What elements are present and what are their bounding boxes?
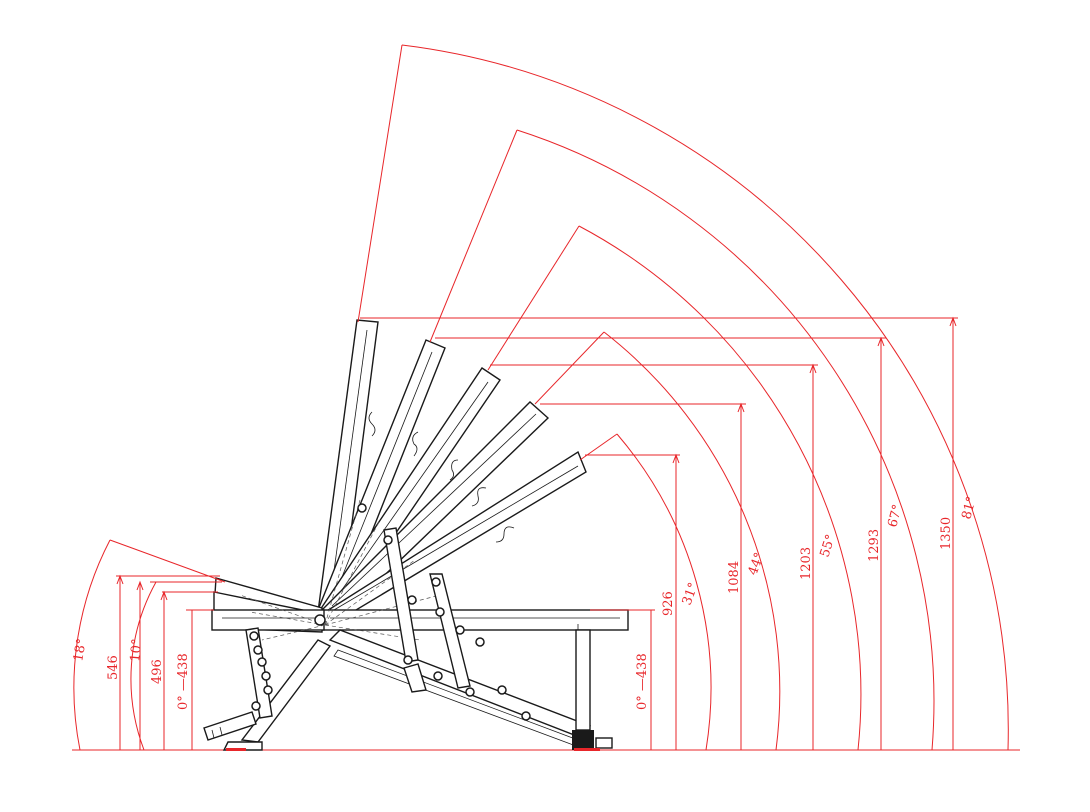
label-back-44deg: 44°: [746, 551, 768, 578]
seat-positions: [211, 577, 325, 633]
bench-frame: [203, 527, 613, 751]
label-back-1350: 1350: [939, 517, 954, 550]
label-back-67deg: 67°: [885, 503, 905, 529]
label-back-1293: 1293: [867, 529, 882, 562]
hinge-guides: [239, 499, 441, 641]
adjustment-holes: [249, 503, 531, 721]
label-back-31deg: 31°: [680, 581, 702, 608]
label-back-55deg: 55°: [818, 533, 839, 560]
dimension-labels: 0° —438 18° 546 10° 496 0° —438 926 31° …: [71, 495, 980, 710]
back-dimensions: [357, 44, 1009, 751]
label-back-1084: 1084: [727, 561, 742, 594]
label-seat-18deg: 18°: [71, 637, 90, 662]
label-seat-10deg: 10°: [128, 638, 145, 662]
seat-dimensions: [73, 539, 226, 751]
label-back-926: 926: [661, 591, 676, 616]
backrest-81: [317, 319, 379, 617]
label-seat-496: 496: [150, 659, 165, 684]
backrest-positions: [317, 319, 629, 634]
label-back-flat: 0° —438: [635, 653, 650, 710]
label-back-81deg: 81°: [959, 495, 979, 521]
label-seat-flat: 0° —438: [176, 653, 191, 710]
label-seat-546: 546: [106, 655, 121, 680]
label-back-1203: 1203: [799, 547, 814, 580]
